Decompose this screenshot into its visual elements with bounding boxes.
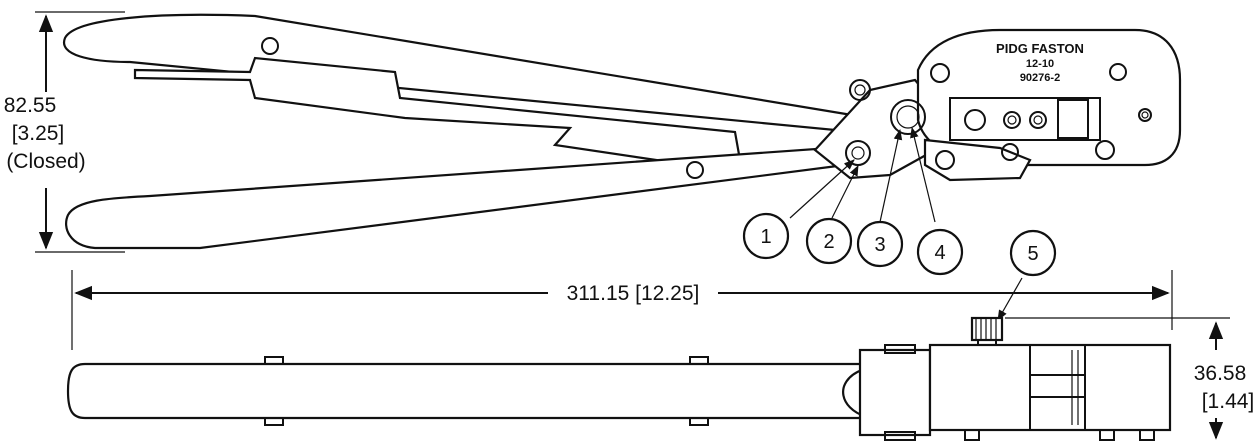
die-cavity: [964, 109, 986, 131]
height-inch: [3.25]: [12, 122, 65, 145]
svg-text:3: 3: [874, 234, 885, 256]
die-slot: [949, 97, 1101, 141]
hole: [1109, 63, 1127, 81]
callout-1: 1: [742, 212, 790, 260]
width-dimension: 36.58 [1.44]: [1005, 317, 1255, 440]
hole: [930, 63, 950, 83]
tool-marking-range: 12-10: [1026, 58, 1054, 70]
width-inch: [1.44]: [1202, 390, 1255, 413]
die-cavity: [1029, 111, 1047, 129]
length-dimension: 311.15 [12.25]: [71, 270, 1173, 350]
svg-text:2: 2: [823, 231, 834, 253]
pivot-pin-1: [845, 140, 871, 166]
tool-marking-part: 90276-2: [1020, 72, 1060, 84]
side-head: [928, 343, 1172, 432]
height-note: (Closed): [6, 150, 85, 173]
hole: [1001, 143, 1019, 161]
callout-3: 3: [856, 220, 904, 268]
callout-5: 5: [1009, 229, 1057, 277]
lower-handle: [65, 146, 848, 250]
svg-text:1: 1: [760, 226, 771, 248]
tool-marking-model: PIDG FASTON: [996, 41, 1084, 56]
upper-handle: [62, 13, 871, 132]
callouts: 1 2 3 4 5: [742, 126, 1057, 321]
height-dimension: 82.55 [3.25] (Closed): [4, 11, 125, 253]
length-value: 311.15 [12.25]: [567, 282, 700, 305]
svg-text:5: 5: [1027, 243, 1038, 265]
pivot-pin-3: [890, 99, 926, 135]
hole: [261, 37, 279, 55]
svg-text:4: 4: [934, 242, 945, 264]
hole: [849, 79, 871, 101]
tool-top-view: PIDG FASTON 12-10 90276-2: [62, 13, 1182, 250]
height-mm: 82.55: [4, 94, 57, 117]
side-pivot: [858, 348, 932, 437]
callout-2: 2: [805, 217, 853, 265]
hole: [1095, 140, 1115, 160]
width-mm: 36.58: [1194, 362, 1247, 385]
lower-jaw: [923, 138, 1032, 182]
hole: [935, 150, 955, 170]
tool-side-view: [66, 316, 1172, 441]
callout-4: 4: [916, 228, 964, 276]
side-handle: [66, 362, 877, 420]
die-cavity: [1003, 111, 1021, 129]
hole: [686, 161, 704, 179]
